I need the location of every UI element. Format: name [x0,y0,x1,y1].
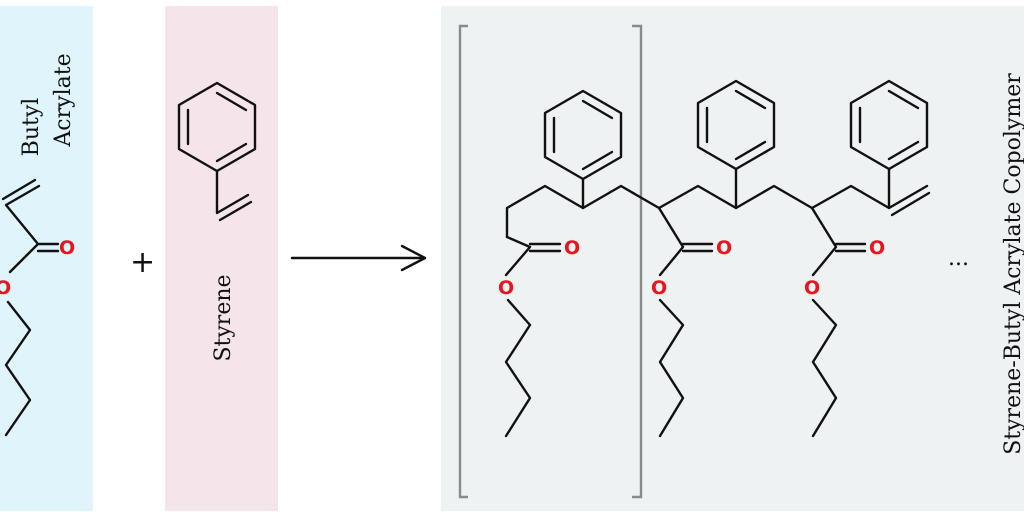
butyl-acrylate-label-line1: Butyl [19,98,44,157]
oxygen-atom: O [869,237,885,259]
butyl-acrylate-label-line2: Acrylate [51,53,76,147]
styrene-structure [177,81,257,222]
oxygen-atom: O [564,237,580,259]
reaction-arrow [290,244,427,272]
copolymer-label: Styrene-Butyl Acrylate Copolymer [1001,73,1024,455]
oxygen-atom: O [651,277,667,299]
continuation-ellipsis: ... [948,246,969,271]
oxygen-atom: O [804,277,820,299]
copolymer-structure: O O O O O O [498,79,931,438]
ester-oxygen-atom: O [0,277,11,299]
repeat-unit-bracket [458,24,643,499]
styrene-panel [165,6,278,511]
oxygen-atom: O [716,237,732,259]
butyl-acrylate-structure: O O [0,178,75,437]
oxygen-atom: O [498,277,514,299]
product-panel [441,6,1024,511]
butyl-acrylate-panel [0,6,93,511]
plus-sign: + [130,245,155,280]
styrene-label: Styrene [211,274,236,361]
carbonyl-oxygen-atom: O [59,237,75,259]
